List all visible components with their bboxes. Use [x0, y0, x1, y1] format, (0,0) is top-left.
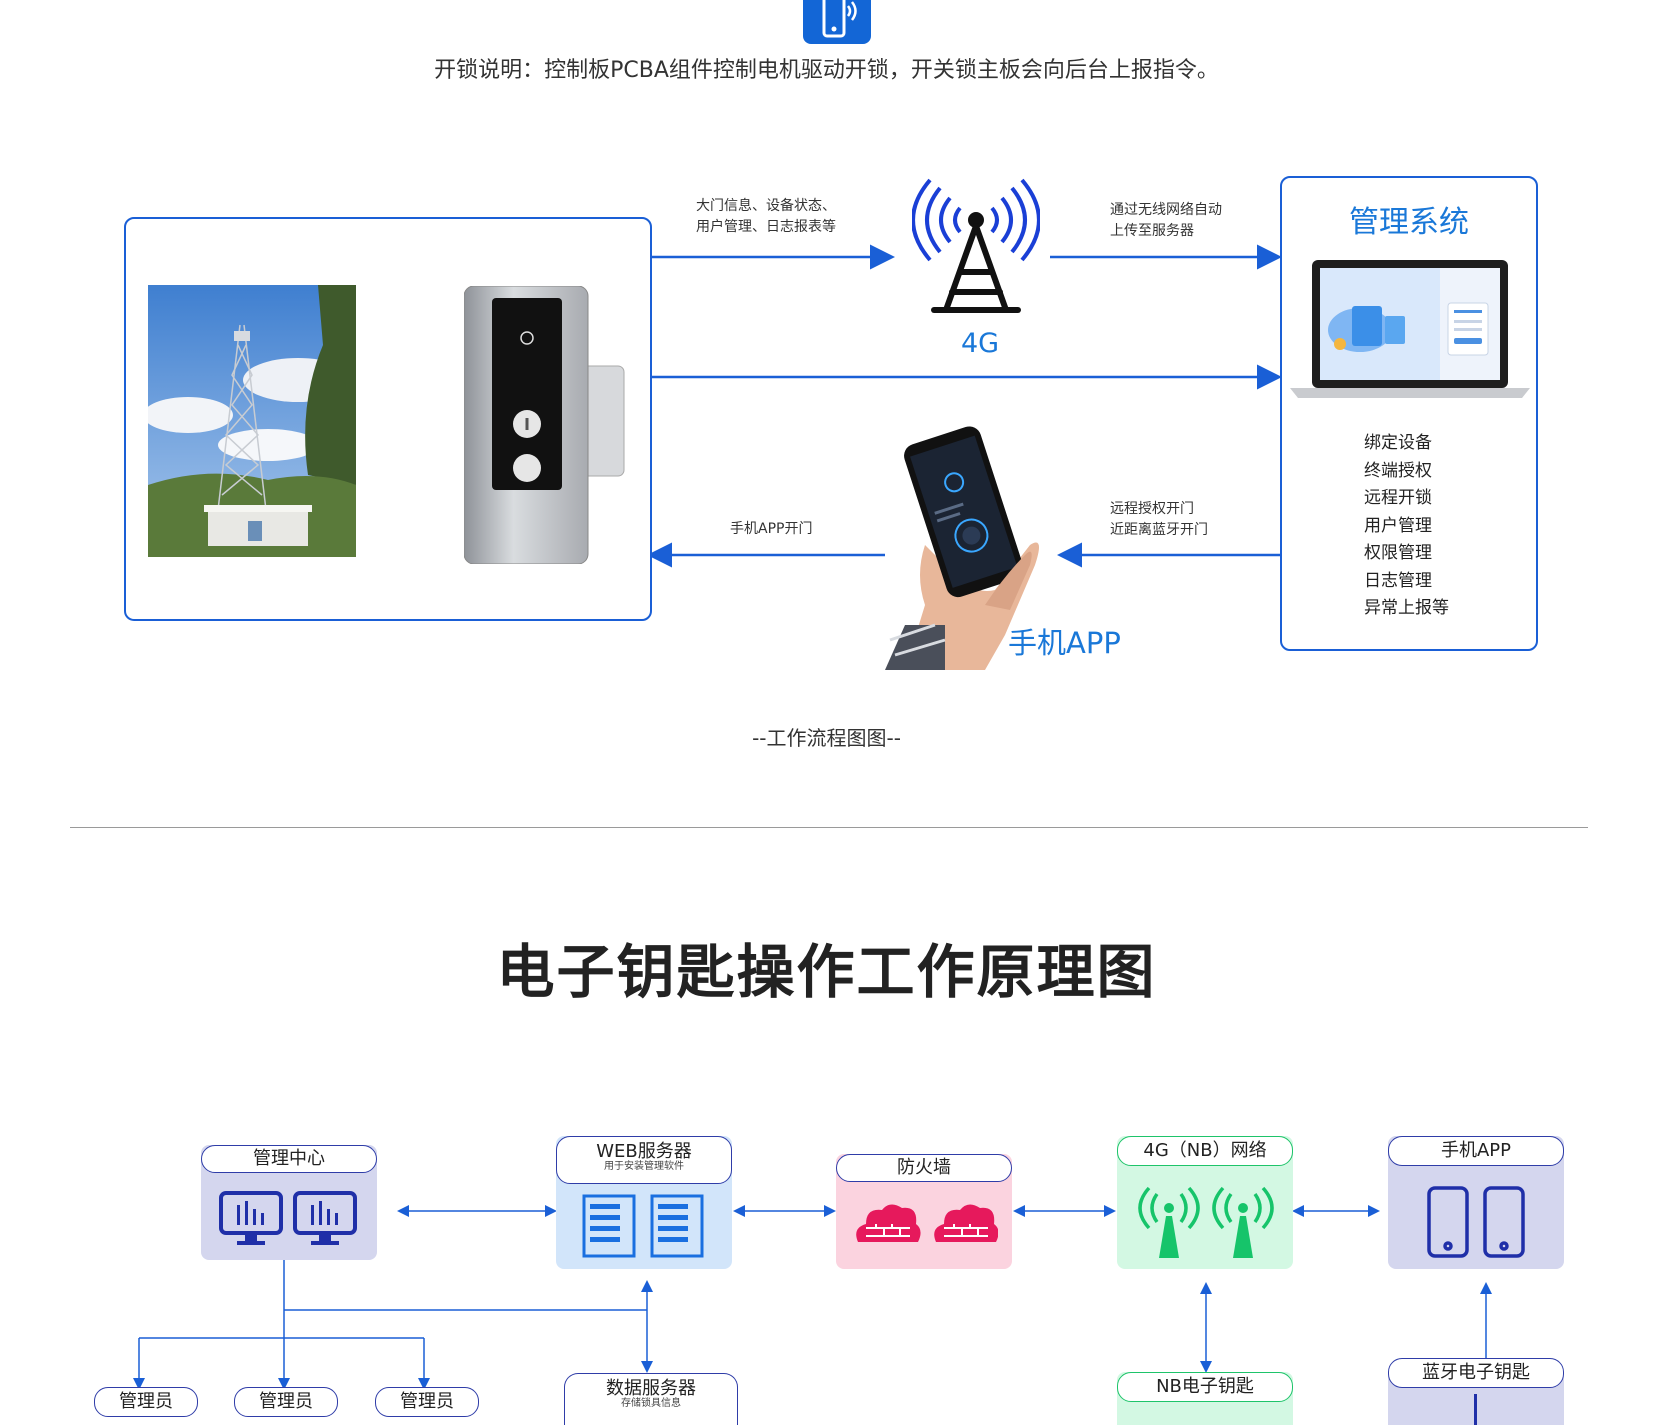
- tower-photo: [148, 285, 356, 557]
- signal-tower-icon: [1138, 1186, 1274, 1258]
- phone-app-label: 手机APP: [1008, 626, 1121, 660]
- management-center-node: 管理中心: [201, 1145, 377, 1260]
- management-system-box: [1280, 176, 1538, 651]
- admin-label-3: 管理员: [375, 1387, 479, 1417]
- key-icon: [1474, 1394, 1477, 1425]
- data-server-sublabel: 存储锁具信息: [621, 1398, 681, 1409]
- gate-info-label: 大门信息、设备状态、 用户管理、日志报表等: [696, 196, 836, 238]
- function-item: 终端授权: [1364, 460, 1432, 481]
- upload-label: 通过无线网络自动 上传至服务器: [1110, 200, 1222, 242]
- bt-key-node: 蓝牙电子钥匙: [1388, 1358, 1564, 1425]
- smart-lock-device: [463, 285, 626, 565]
- nb-key-node: NB电子钥匙: [1117, 1372, 1293, 1425]
- function-item: 权限管理: [1364, 543, 1432, 563]
- bt-key-title: 蓝牙电子钥匙: [1388, 1358, 1564, 1388]
- web-server-label: WEB服务器: [596, 1141, 692, 1162]
- management-center-title: 管理中心: [201, 1145, 377, 1173]
- gate-info-line2: 用户管理、日志报表等: [696, 219, 836, 235]
- admin-label-1: 管理员: [94, 1387, 198, 1417]
- workflow-caption: --工作流程图图--: [752, 726, 901, 750]
- web-server-title: WEB服务器 用于安装管理软件: [556, 1136, 732, 1184]
- network-4g-label: 4G: [960, 328, 1000, 359]
- data-server-title: 数据服务器 存储锁具信息: [564, 1373, 738, 1425]
- function-item: 日志管理: [1364, 570, 1432, 591]
- antenna-4g: [911, 178, 1041, 322]
- admin-label-2: 管理员: [234, 1387, 338, 1417]
- antenna-icon: [911, 178, 1041, 313]
- laptop-icon: [1290, 258, 1530, 404]
- phone-app-node: 手机APP: [1388, 1136, 1564, 1269]
- function-list: 绑定设备 终端授权 远程开锁 用户管理 权限管理 日志管理 异常上报等: [1364, 430, 1449, 623]
- web-server-sublabel: 用于安装管理软件: [604, 1161, 684, 1172]
- web-server-node: WEB服务器 用于安装管理软件: [556, 1136, 732, 1269]
- principle-connectors: [133, 1205, 1492, 1390]
- phone-app-title: 手机APP: [1388, 1136, 1564, 1166]
- function-item: 异常上报等: [1364, 598, 1449, 618]
- function-item: 绑定设备: [1364, 433, 1432, 453]
- app-unlock-label: 手机APP开门: [730, 521, 813, 537]
- network-title: 4G（NB）网络: [1117, 1136, 1293, 1166]
- firewall-node: 防火墙: [836, 1154, 1012, 1269]
- smartphone-hand-icon: [885, 426, 1039, 670]
- unlock-description: 开锁说明：控制板PCBA组件控制电机驱动开锁，开关锁主板会向后台上报指令。: [434, 58, 1219, 83]
- remote-line2: 近距离蓝牙开门: [1110, 522, 1208, 538]
- smartphone-pair-icon: [1427, 1186, 1525, 1258]
- section-divider: [70, 827, 1588, 828]
- function-item: 远程开锁: [1364, 488, 1432, 508]
- firewall-title: 防火墙: [836, 1154, 1012, 1182]
- upload-line2: 上传至服务器: [1110, 223, 1194, 239]
- phone-signal-badge: [803, 0, 871, 44]
- upload-line1: 通过无线网络自动: [1110, 202, 1222, 218]
- network-node: 4G（NB）网络: [1117, 1136, 1293, 1269]
- monitor-icon: [219, 1191, 357, 1245]
- gate-info-line1: 大门信息、设备状态、: [696, 198, 836, 214]
- remote-line1: 远程授权开门: [1110, 501, 1194, 517]
- function-item: 用户管理: [1364, 515, 1432, 536]
- management-system-title: 管理系统: [1349, 205, 1469, 240]
- principle-title: 电子钥匙操作工作原理图: [496, 938, 1157, 1006]
- phone-in-hand: [885, 425, 1055, 674]
- data-server-label: 数据服务器: [606, 1378, 696, 1399]
- firewall-cloud-icon: [856, 1204, 998, 1242]
- nb-key-title: NB电子钥匙: [1117, 1372, 1293, 1402]
- server-rack-icon: [582, 1194, 704, 1258]
- remote-label: 远程授权开门 近距离蓝牙开门: [1110, 499, 1208, 541]
- smartphone-signal-icon: [822, 0, 857, 38]
